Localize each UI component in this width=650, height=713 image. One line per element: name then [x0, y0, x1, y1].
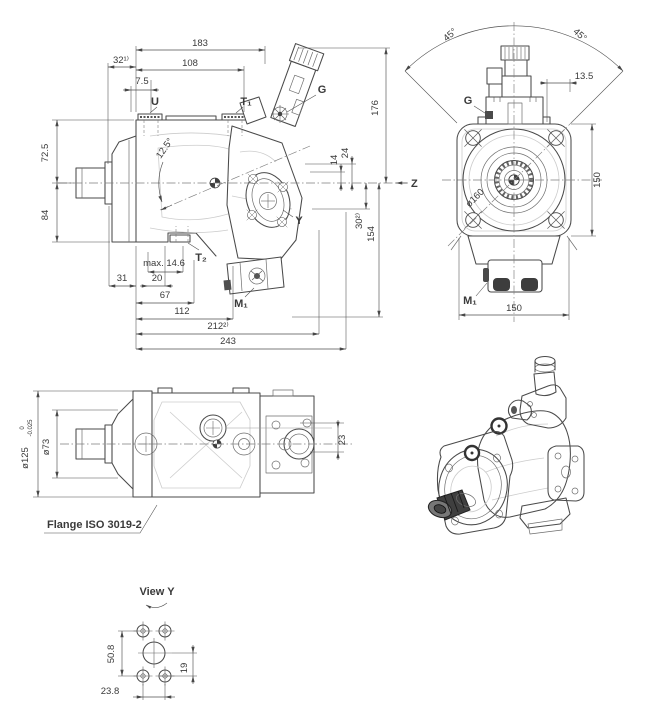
port-label-z: Z	[411, 178, 418, 190]
dim-14: 14	[329, 155, 340, 166]
flange-iso-label: Flange ISO 3019-2	[44, 504, 158, 534]
view-y-rotation-arrow	[145, 602, 168, 609]
dim-72-5: 72.5	[40, 144, 51, 163]
port-label-y: Y	[295, 215, 303, 227]
dim-183: 183	[192, 38, 208, 49]
front-view-dimensions: 13.5 150 150	[458, 71, 603, 320]
port-label-g-front: G	[464, 95, 473, 107]
view-y-bolt-pattern	[133, 621, 175, 686]
mounting-flange	[111, 135, 137, 243]
port-t2-pad	[169, 234, 191, 243]
port-label-m1: M₁	[234, 298, 248, 310]
control-valve	[270, 43, 325, 127]
port-u-pad	[137, 113, 163, 121]
dim-45-right: 45°	[571, 26, 589, 44]
dim-150-horizontal: 150	[506, 303, 522, 314]
dim-154: 154	[366, 226, 377, 242]
flange-view-dimensions: ø125 0 -0.025 ø73 23	[20, 390, 348, 498]
dim-swivel-angle: 12.5°	[154, 136, 176, 161]
valve-cap	[500, 45, 530, 61]
side-view-parts	[75, 43, 325, 295]
side-view-port-labels: U T₁ T₂ G Y M₁ Z	[149, 84, 418, 310]
port-label-u: U	[151, 96, 159, 108]
dim-max-14-6: max. 14.6	[143, 258, 185, 269]
front-view: 45° 45°	[404, 22, 624, 322]
port-label-t1: T₁	[240, 96, 252, 108]
flange-side-view: ø125 0 -0.025 ø73 23 Flange ISO 3019-2	[20, 387, 352, 534]
dim-23: 23	[337, 435, 348, 446]
dim-108: 108	[182, 58, 198, 69]
port-label-m1-front: M₁	[463, 295, 477, 307]
port-label-g: G	[318, 84, 327, 96]
port-label-t2: T₂	[195, 252, 207, 264]
dim-19: 19	[179, 663, 190, 674]
iso-port-face	[547, 445, 585, 502]
dim-flange-pilot-125: ø125	[20, 447, 31, 469]
dim-tolerance-upper: 0	[20, 426, 26, 430]
dim-23-8: 23.8	[101, 686, 120, 697]
dim-24: 24	[340, 148, 351, 159]
dim-150-vertical: 150	[592, 172, 603, 188]
dim-7-5: 7.5	[135, 76, 148, 87]
dim-45-left: 45°	[441, 26, 459, 44]
side-view: 12.5° 183 32¹⁾ 108 7.5 72.5 84 max. 14.6	[40, 38, 418, 351]
dim-13-5: 13.5	[575, 71, 594, 82]
side-view-dimensions: 183 32¹⁾ 108 7.5 72.5 84 max. 14.6 31 20…	[40, 38, 388, 351]
front-view-port-labels: G M₁	[463, 95, 489, 307]
flange-view-parts	[75, 387, 315, 498]
front-valve-block	[485, 96, 544, 125]
port-g-starburst	[271, 105, 289, 123]
front-view-centerlines	[442, 22, 602, 322]
side-view-extension-lines	[52, 46, 390, 349]
view-y-diagram: View Y 50.8 19 23.8	[101, 586, 197, 700]
iso-3d-view	[427, 355, 585, 535]
dim-84: 84	[40, 210, 51, 221]
pump-housing	[135, 119, 247, 137]
dim-212: 212²⁾	[207, 321, 228, 332]
flange-standard-label: Flange ISO 3019-2	[47, 519, 142, 531]
dim-243: 243	[220, 336, 236, 347]
view-y-dimensions: 50.8 19 23.8	[101, 630, 197, 700]
dim-50-8: 50.8	[106, 645, 117, 664]
iso-valve-block	[519, 384, 567, 429]
iso-splined-shaft	[427, 489, 476, 521]
dim-67: 67	[160, 290, 171, 301]
dim-30: 30²⁾	[354, 213, 365, 229]
view-y-title: View Y	[139, 586, 175, 598]
dim-31: 31	[117, 273, 128, 284]
dim-112: 112	[174, 306, 189, 317]
dim-shaft-73: ø73	[41, 439, 52, 455]
m1-end-block	[223, 256, 285, 295]
dim-32: 32¹⁾	[113, 55, 129, 66]
dim-tolerance-lower: -0.025	[28, 419, 34, 437]
rear-bolt-face	[245, 172, 291, 228]
side-view-centerlines	[58, 120, 408, 242]
dim-20: 20	[152, 273, 163, 284]
dim-176: 176	[370, 100, 381, 116]
